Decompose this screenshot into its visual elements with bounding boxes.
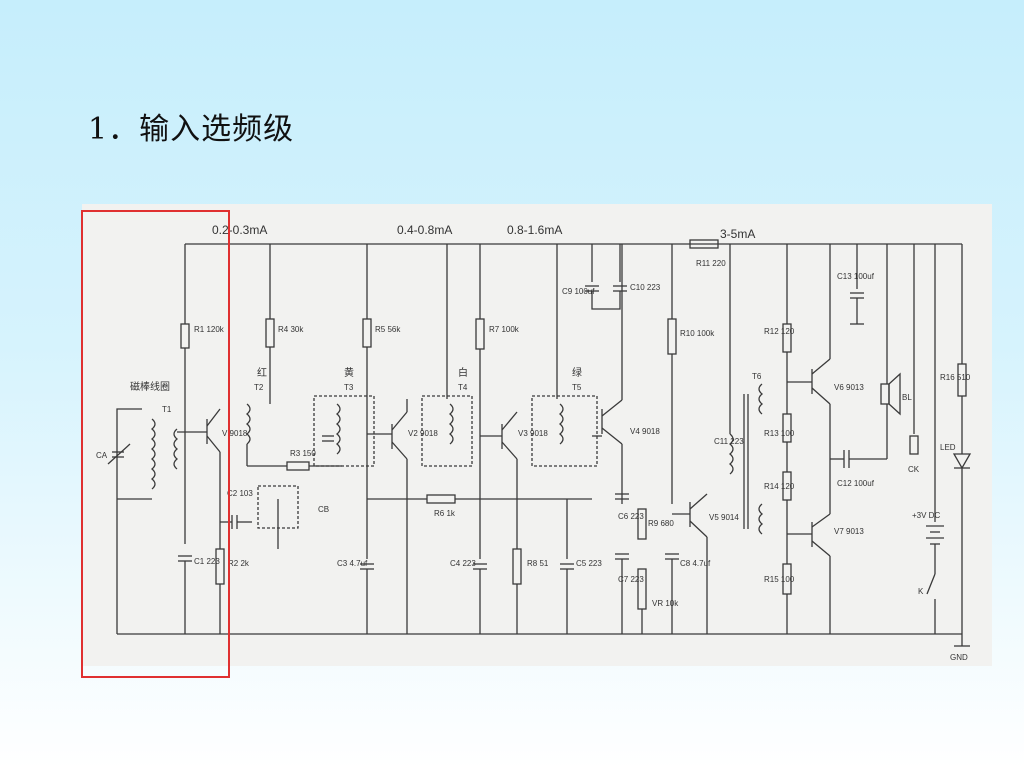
label-t2: T2 — [254, 383, 264, 392]
label-r16: R16 510 — [940, 373, 971, 382]
coil-color-red: 红 — [257, 366, 267, 379]
label-r13: R13 100 — [764, 429, 795, 438]
label-v5: V5 9014 — [709, 513, 739, 522]
label-t1: T1 — [162, 405, 172, 414]
label-cb: CB — [318, 505, 329, 514]
antenna-coil-label: 磁棒线圈 — [130, 380, 170, 393]
current-label-3: 0.8-1.6mA — [507, 223, 562, 237]
label-c13: C13 100uf — [837, 272, 875, 281]
label-t4: T4 — [458, 383, 468, 392]
label-c9: C9 100uf — [562, 287, 595, 296]
label-v: V 9018 — [222, 429, 248, 438]
label-c5: C5 223 — [576, 559, 602, 568]
label-k: K — [918, 587, 924, 596]
current-label-1: 0.2-0.3mA — [212, 223, 267, 237]
label-v4: V4 9018 — [630, 427, 660, 436]
label-r4: R4 30k — [278, 325, 304, 334]
label-c8: C8 4.7uf — [680, 559, 711, 568]
label-r8: R8 51 — [527, 559, 549, 568]
label-v7: V7 9013 — [834, 527, 864, 536]
label-v6: V6 9013 — [834, 383, 864, 392]
circuit-schematic: 0.2-0.3mA 0.4-0.8mA 0.8-1.6mA 3-5mA 磁棒线圈… — [82, 204, 992, 666]
label-r2: R2 2k — [228, 559, 250, 568]
current-label-4: 3-5mA — [720, 227, 755, 241]
coil-color-yellow: 黄 — [344, 366, 354, 379]
label-v2: V2 9018 — [408, 429, 438, 438]
label-r15: R15 100 — [764, 575, 795, 584]
label-r9: R9 680 — [648, 519, 674, 528]
coil-color-white: 白 — [458, 366, 468, 379]
label-v3: V3 9018 — [518, 429, 548, 438]
label-r6: R6 1k — [434, 509, 456, 518]
label-r5: R5 56k — [375, 325, 401, 334]
slide-title: 1．输入选频级 — [88, 112, 295, 147]
label-dc: +3V DC — [912, 511, 940, 520]
coil-color-green: 绿 — [572, 366, 582, 379]
ground-label: GND — [950, 653, 968, 662]
label-r11: R11 220 — [696, 259, 726, 268]
label-led: LED — [940, 443, 956, 452]
label-c2: C2 103 — [227, 489, 253, 498]
label-r3: R3 150 — [290, 449, 316, 458]
label-vr: VR 10k — [652, 599, 679, 608]
label-c10: C10 223 — [630, 283, 661, 292]
label-r14: R14 120 — [764, 482, 795, 491]
label-c1: C1 223 — [194, 557, 220, 566]
label-t6: T6 — [752, 372, 762, 381]
current-label-2: 0.4-0.8mA — [397, 223, 452, 237]
label-r7: R7 100k — [489, 325, 520, 334]
label-c3: C3 4.7uf — [337, 559, 368, 568]
label-c4: C4 223 — [450, 559, 476, 568]
label-r10: R10 100k — [680, 329, 715, 338]
label-r12: R12 120 — [764, 327, 795, 336]
label-ca: CA — [96, 451, 108, 460]
label-c6: C6 223 — [618, 512, 644, 521]
label-ck: CK — [908, 465, 920, 474]
label-t5: T5 — [572, 383, 582, 392]
label-r1: R1 120k — [194, 325, 225, 334]
label-c12: C12 100uf — [837, 479, 875, 488]
input-stage-highlight-box — [81, 210, 230, 678]
label-c11: C11 223 — [714, 437, 744, 446]
label-t3: T3 — [344, 383, 354, 392]
label-bl: BL — [902, 393, 912, 402]
label-c7: C7 223 — [618, 575, 644, 584]
